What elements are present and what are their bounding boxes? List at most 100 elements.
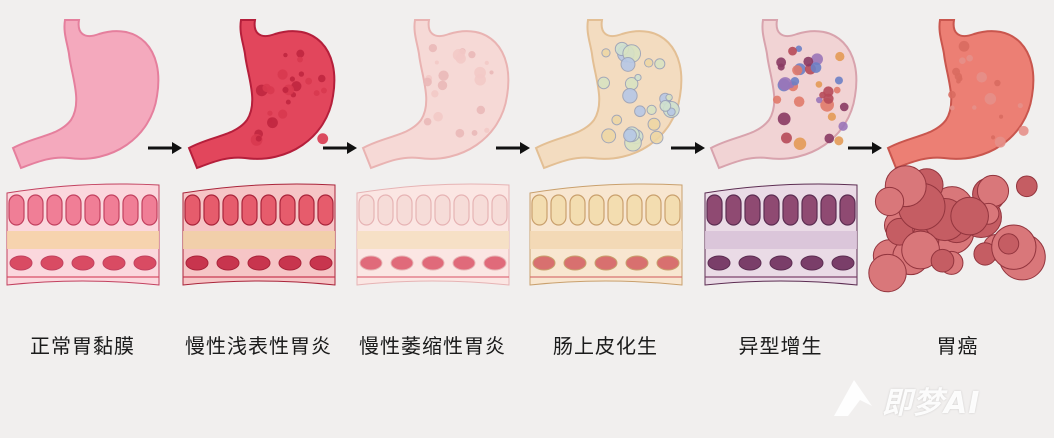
epithelial-cell bbox=[298, 194, 315, 226]
watermark: 即梦AI bbox=[830, 372, 1040, 428]
stomach-texture-spot bbox=[958, 40, 970, 52]
epithelial-cell bbox=[317, 194, 334, 226]
blood-vessel bbox=[421, 255, 445, 271]
blood-vessel bbox=[483, 255, 507, 271]
epithelial-cell bbox=[396, 194, 413, 226]
epithelial-cell bbox=[434, 194, 451, 226]
epithelial-cell bbox=[65, 194, 82, 226]
stage-label-gastric-cancer: 胃癌 bbox=[936, 334, 979, 358]
stomach-texture-spot bbox=[471, 130, 478, 136]
submucosa-layer bbox=[7, 231, 159, 249]
tumor-nodule bbox=[874, 186, 905, 217]
arrow-head-icon bbox=[695, 142, 705, 154]
watermark-logo-icon bbox=[834, 380, 872, 416]
stomach-texture-spot bbox=[484, 127, 490, 133]
stomach-texture-spot bbox=[277, 69, 288, 80]
tumor-nodule bbox=[1015, 175, 1038, 198]
stomach-texture-spot bbox=[1018, 125, 1029, 136]
stage-label-intestinal-metaplasia: 肠上皮化生 bbox=[553, 334, 658, 358]
stomach-texture-spot bbox=[984, 93, 997, 105]
stomach-texture-spot bbox=[815, 81, 823, 88]
stomach-texture-spot bbox=[297, 56, 303, 63]
epithelial-cell bbox=[103, 194, 120, 226]
stage-panel-dysplasia bbox=[704, 19, 858, 286]
stage-label-atrophic-gastritis: 慢性萎缩性胃炎 bbox=[359, 334, 506, 358]
blood-vessel bbox=[390, 255, 414, 271]
epithelial-cell bbox=[706, 194, 723, 226]
tumor-nodule bbox=[950, 196, 989, 236]
stomach-texture-spot bbox=[833, 86, 841, 94]
blood-vessel bbox=[594, 255, 618, 271]
arrow-head-icon bbox=[347, 142, 357, 154]
stomach-texture-spot bbox=[438, 70, 449, 81]
stomach-texture-spot bbox=[597, 76, 611, 90]
epithelial-cell bbox=[550, 194, 567, 226]
submucosa-layer bbox=[705, 231, 857, 249]
stomach-texture-spot bbox=[646, 104, 657, 116]
stomach-texture-spot bbox=[317, 133, 329, 145]
stomach-texture-spot bbox=[957, 76, 963, 82]
stomach-texture-spot bbox=[788, 46, 797, 56]
stomach-texture-spot bbox=[611, 114, 623, 126]
stomach-texture-spot bbox=[778, 77, 792, 91]
epithelial-cell bbox=[222, 194, 239, 226]
stomach-texture-spot bbox=[949, 105, 955, 111]
stomach-texture-spot bbox=[835, 51, 845, 62]
stomach-texture-spot bbox=[811, 53, 823, 66]
stomach-texture-spot bbox=[285, 99, 291, 105]
stomach-texture-spot bbox=[318, 74, 326, 83]
blood-vessel bbox=[532, 255, 556, 271]
stomach-texture-spot bbox=[790, 76, 800, 86]
stomach-illustration bbox=[886, 19, 1035, 170]
blood-vessel bbox=[738, 255, 762, 271]
stomach-texture-spot bbox=[952, 67, 961, 76]
stomach-texture-spot bbox=[433, 111, 443, 122]
tumor-nodule bbox=[998, 233, 1020, 255]
blood-vessel bbox=[656, 255, 680, 271]
stomach-texture-spot bbox=[298, 71, 305, 77]
blood-vessel bbox=[563, 255, 587, 271]
stomach-texture-spot bbox=[792, 65, 803, 76]
epithelial-cell bbox=[588, 194, 605, 226]
blood-vessel bbox=[800, 255, 824, 271]
stomach-texture-spot bbox=[654, 58, 666, 70]
epithelial-cell bbox=[645, 194, 662, 226]
epithelial-cell bbox=[664, 194, 681, 226]
epithelial-cell bbox=[782, 194, 799, 226]
blood-vessel bbox=[309, 255, 333, 271]
stomach-texture-spot bbox=[455, 128, 465, 138]
stomach-texture-spot bbox=[476, 105, 486, 115]
blood-vessel bbox=[185, 255, 209, 271]
stomach-texture-spot bbox=[777, 112, 791, 126]
stomach-texture-spot bbox=[959, 57, 966, 65]
epithelial-cell bbox=[763, 194, 780, 226]
stomach-texture-spot bbox=[816, 96, 823, 104]
stage-label-superficial-gastritis: 慢性浅表性胃炎 bbox=[185, 334, 332, 358]
blood-vessel bbox=[133, 255, 157, 271]
blood-vessel bbox=[831, 255, 855, 271]
stomach-illustration bbox=[534, 19, 683, 170]
blood-vessel bbox=[40, 255, 64, 271]
epithelial-cell bbox=[377, 194, 394, 226]
stomach-texture-spot bbox=[990, 135, 996, 140]
stomach-texture-spot bbox=[305, 77, 313, 85]
arrow-head-icon bbox=[172, 142, 182, 154]
stomach-texture-spot bbox=[255, 135, 262, 142]
stomach-texture-spot bbox=[267, 117, 278, 129]
stomach-texture-spot bbox=[834, 136, 844, 146]
epithelial-cell bbox=[569, 194, 586, 226]
stomach-texture-spot bbox=[793, 137, 807, 150]
epithelial-cell bbox=[8, 194, 25, 226]
stomach-texture-spot bbox=[262, 83, 271, 93]
tumor-nodule bbox=[868, 253, 907, 293]
stomach-texture-spot bbox=[649, 130, 664, 145]
epithelial-cell bbox=[27, 194, 44, 226]
stomach-illustration bbox=[11, 19, 160, 170]
stomach-texture-spot bbox=[296, 49, 305, 58]
epithelial-cell bbox=[839, 194, 856, 226]
epithelial-cell bbox=[472, 194, 489, 226]
epithelial-cell bbox=[725, 194, 742, 226]
blood-vessel bbox=[359, 255, 383, 271]
epithelial-cell bbox=[491, 194, 508, 226]
